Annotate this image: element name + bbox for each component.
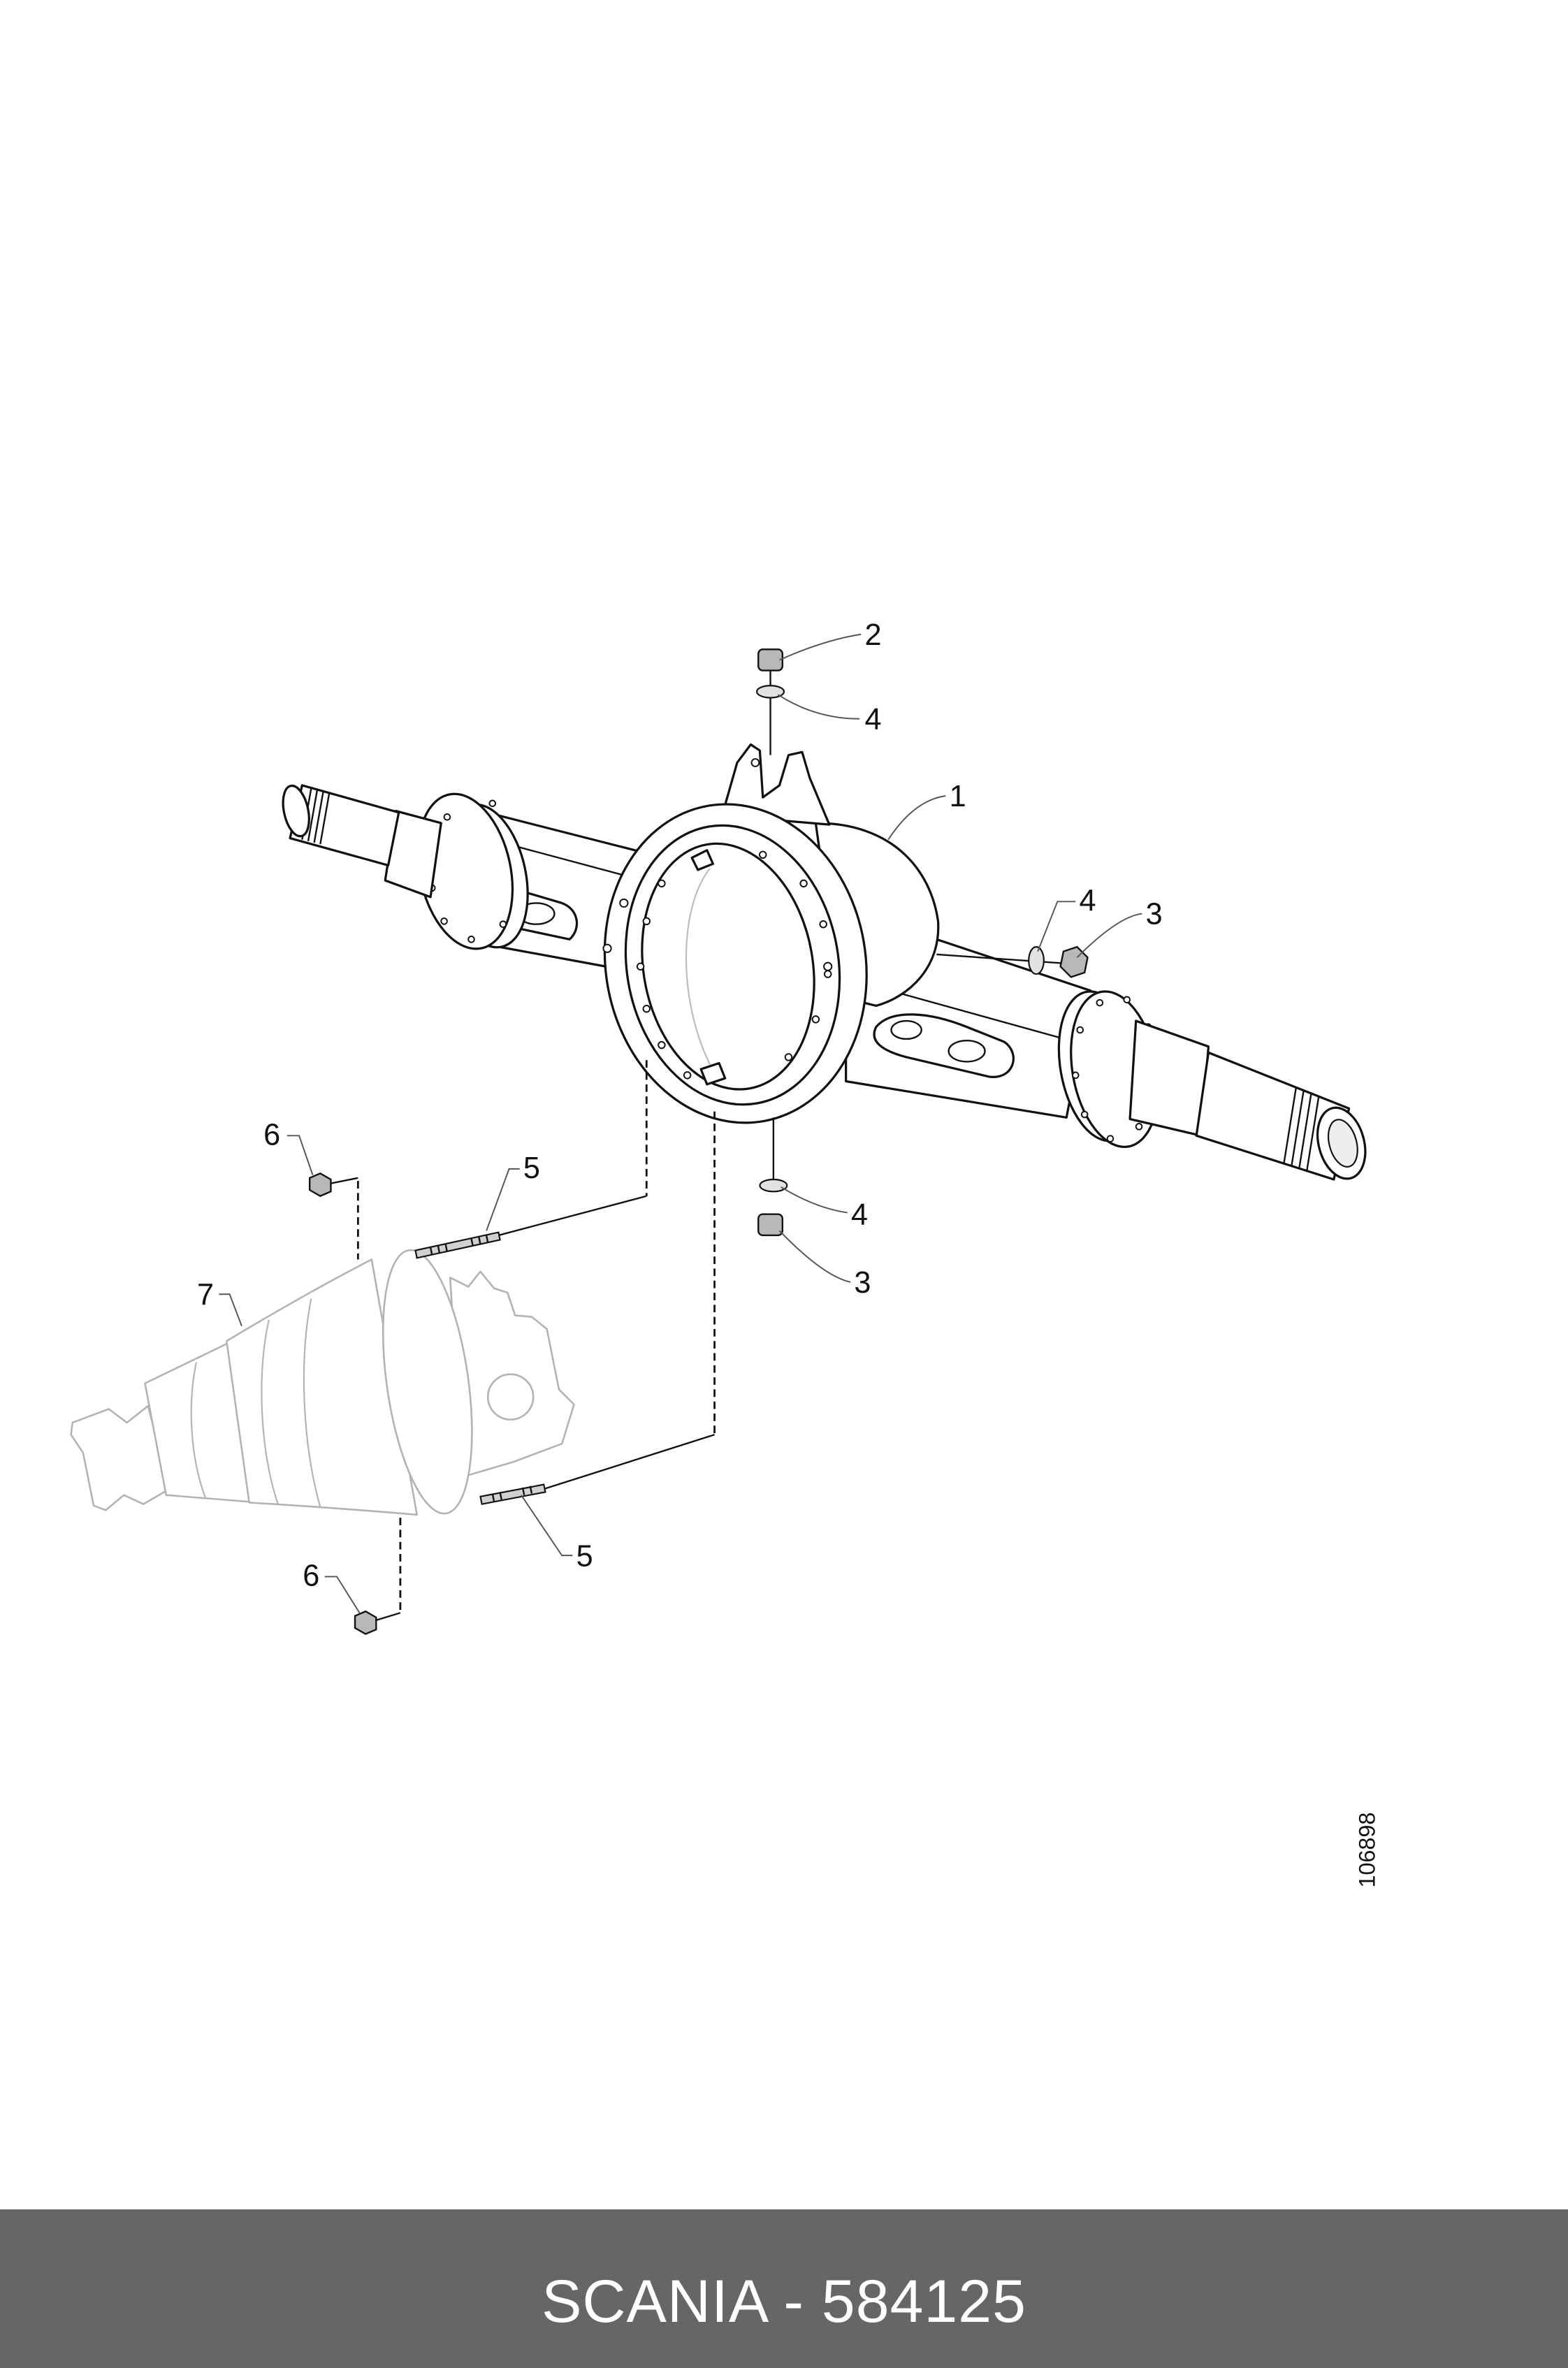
carrier-flange xyxy=(382,1249,473,1515)
bottom-nut xyxy=(757,1213,784,1237)
callout-label: 4 xyxy=(865,703,882,736)
fasteners xyxy=(308,648,1089,1635)
bracket-hole xyxy=(750,758,760,767)
carrier-rib xyxy=(190,1362,207,1499)
right-pad-lug xyxy=(948,1039,986,1063)
axle-top-bracket xyxy=(720,743,831,826)
guide-line-upper-stud-solid xyxy=(498,1195,647,1237)
axle-housing xyxy=(282,743,1367,1181)
banjo-notch-bottom xyxy=(699,1061,727,1086)
right-pad-lug xyxy=(890,1019,922,1040)
callout-label: 5 xyxy=(576,1539,593,1573)
right-stud-line xyxy=(936,953,1067,965)
right-flange-holes xyxy=(1071,996,1152,1142)
banjo-inner-wall xyxy=(685,868,711,1066)
callout-label: 4 xyxy=(1080,884,1096,917)
carrier-yoke xyxy=(70,1404,170,1511)
right-spring-pad xyxy=(873,1013,1015,1078)
drawing-number: 106898 xyxy=(1354,1813,1379,1888)
carrier-rib xyxy=(303,1298,321,1508)
guide-line-lower-stud-solid xyxy=(543,1434,715,1490)
callout-leaders xyxy=(219,633,1142,1613)
carrier-cone-body xyxy=(225,1258,418,1516)
right-shoulder xyxy=(1128,1019,1210,1137)
right-washer xyxy=(1028,946,1045,975)
callout-label: 6 xyxy=(303,1559,319,1592)
callout-label: 1 xyxy=(950,780,966,813)
banjo-notch-top xyxy=(690,849,715,871)
carrier-rib xyxy=(261,1319,279,1505)
differential-carrier xyxy=(70,1249,575,1516)
carrier-nut-bottom xyxy=(354,1610,377,1635)
top-nut xyxy=(757,648,784,671)
callout-label: 5 xyxy=(523,1152,540,1185)
callout-label: 2 xyxy=(865,618,882,652)
lower-stud-thread xyxy=(491,1486,533,1502)
exploded-parts-diagram: 2 4 1 4 3 6 5 7 4 3 5 6 106898 xyxy=(70,618,1379,1888)
carrier-bearing-bore xyxy=(486,1373,535,1421)
callout-label: 3 xyxy=(854,1266,871,1300)
banjo-bolt-holes xyxy=(602,850,833,1080)
callout-label: 4 xyxy=(851,1198,868,1232)
callout-label: 7 xyxy=(197,1278,214,1312)
lower-stud xyxy=(479,1483,546,1505)
axle-left-beam-face xyxy=(513,845,638,880)
left-spindle-end xyxy=(282,784,310,838)
right-spindle-bore xyxy=(1327,1119,1358,1168)
upper-stud-thread xyxy=(429,1235,489,1256)
top-washer xyxy=(756,685,785,699)
footer-title: SCANIA - 584125 xyxy=(542,2268,1026,2335)
carrier-nut-top xyxy=(308,1172,332,1198)
right-spindle-thread xyxy=(1283,1087,1320,1172)
banjo-opening xyxy=(641,842,815,1091)
footer-bar: SCANIA - 584125 xyxy=(0,2209,1568,2368)
callout-label: 3 xyxy=(1146,898,1163,931)
callout-label: 6 xyxy=(263,1118,280,1152)
bottom-washer xyxy=(759,1178,788,1193)
